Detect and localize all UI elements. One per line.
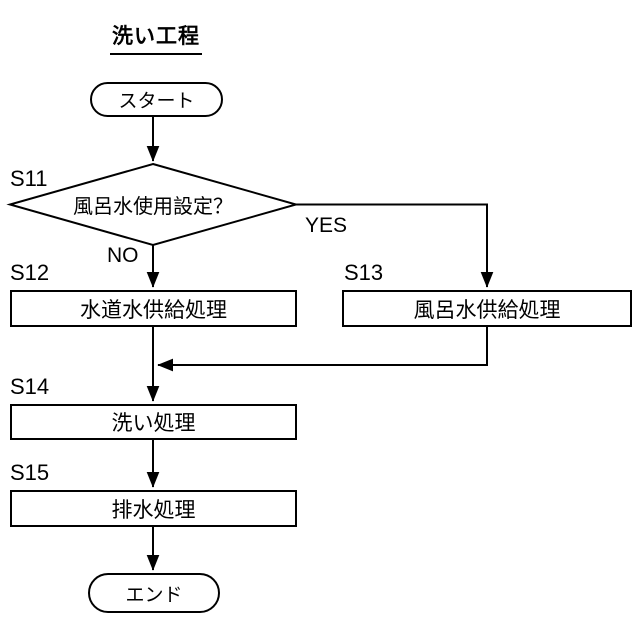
end-node-label: エンド: [125, 584, 183, 606]
step-label-s12: S12: [10, 260, 50, 285]
arrow-yes-to-s13: [296, 203, 494, 288]
step-label-s13: S13: [344, 260, 384, 285]
diagram-title: 洗い工程: [110, 20, 202, 55]
start-node: スタート: [90, 82, 223, 117]
process-node-s15-label: 排水処理: [111, 498, 196, 522]
process-node-s14-label: 洗い処理: [111, 412, 196, 435]
process-node-s13: 風呂水供給処理: [342, 290, 632, 327]
start-node-label: スタート: [118, 91, 195, 112]
step-label-s15: S15: [10, 460, 50, 485]
process-node-s15: 排水処理: [10, 490, 297, 527]
branch-label-no: NO: [107, 244, 139, 267]
process-node-s12-label: 水道水供給処理: [80, 298, 227, 322]
arrow-s13-to-merge: [157, 327, 488, 372]
process-node-s14: 洗い処理: [10, 404, 297, 440]
end-node: エンド: [88, 573, 220, 613]
decision-node-label: 風呂水使用設定？: [73, 196, 233, 218]
process-node-s13-label: 風呂水供給処理: [413, 298, 561, 322]
process-node-s12: 水道水供給処理: [10, 290, 297, 327]
step-label-s14: S14: [10, 374, 50, 399]
branch-label-yes: YES: [305, 214, 348, 237]
step-label-s11: S11: [10, 166, 48, 191]
